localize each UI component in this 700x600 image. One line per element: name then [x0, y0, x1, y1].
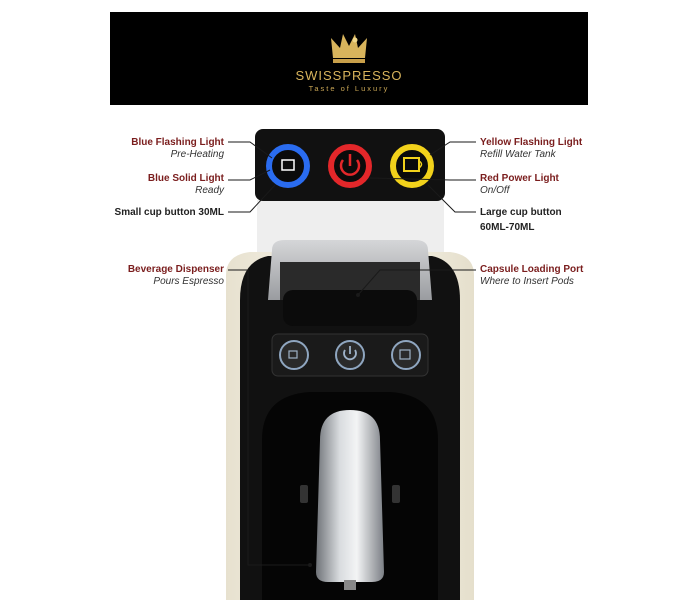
label-blue-solid: Blue Solid Light Ready — [148, 173, 224, 197]
label-yellow-flashing-title: Yellow Flashing Light — [480, 137, 583, 148]
label-blue-flashing-title: Blue Flashing Light — [131, 137, 224, 148]
label-small-cup-title: Small cup button 30ML — [114, 207, 224, 218]
crown-logo-icon — [331, 34, 367, 63]
leader-lines — [228, 141, 476, 566]
label-yellow-flashing-sub: Refill Water Tank — [480, 149, 556, 160]
label-large-cup-sub: 60ML-70ML — [480, 222, 535, 233]
brand-tagline: Taste of Luxury — [308, 84, 390, 93]
label-capsule-sub: Where to Insert Pods — [480, 276, 574, 287]
label-red-power-title: Red Power Light — [480, 173, 559, 184]
machine-large-cup-button — [391, 340, 421, 370]
label-blue-solid-sub: Ready — [195, 185, 224, 196]
label-capsule: Capsule Loading Port Where to Insert Pod… — [480, 264, 583, 288]
brand-name: SWISSPRESSO — [295, 68, 403, 83]
beverage-dispenser — [316, 410, 384, 582]
capsule-port — [283, 290, 417, 326]
label-large-cup-title: Large cup button — [480, 207, 562, 218]
label-blue-solid-title: Blue Solid Light — [147, 173, 224, 184]
label-beverage: Beverage Dispenser Pours Espresso — [128, 264, 224, 288]
label-blue-flashing-sub: Pre-Heating — [170, 149, 224, 160]
blue-light-button — [266, 144, 310, 188]
small-cup-icon — [281, 159, 295, 171]
machine-power-button — [335, 340, 365, 370]
large-cup-icon — [403, 157, 420, 172]
label-beverage-sub: Pours Espresso — [153, 276, 224, 287]
label-capsule-title: Capsule Loading Port — [480, 264, 584, 275]
power-icon — [339, 159, 361, 176]
label-blue-flashing: Blue Flashing Light Pre-Heating — [131, 137, 224, 161]
label-small-cup: Small cup button 30ML — [115, 207, 224, 219]
label-beverage-title: Beverage Dispenser — [127, 264, 224, 275]
label-red-power-sub: On/Off — [480, 185, 510, 196]
machine-small-cup-button — [279, 340, 309, 370]
brand-banner: SWISSPRESSO Taste of Luxury — [110, 12, 588, 105]
label-red-power: Red Power Light On/Off — [480, 173, 559, 197]
label-large-cup: Large cup button 60ML-70ML — [480, 207, 562, 234]
yellow-light-button — [390, 144, 434, 188]
label-yellow-flashing: Yellow Flashing Light Refill Water Tank — [480, 137, 582, 161]
